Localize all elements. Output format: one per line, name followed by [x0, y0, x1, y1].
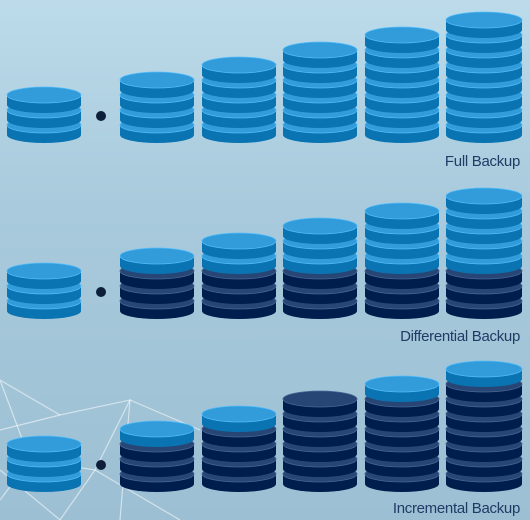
disk-stack — [119, 247, 195, 319]
separator-dot — [96, 287, 106, 297]
new-data-disk — [201, 232, 277, 259]
new-data-disk — [282, 217, 358, 244]
new-data-disk — [282, 41, 358, 68]
disk-stack — [282, 390, 358, 492]
row-full — [6, 11, 523, 143]
new-data-disk — [445, 187, 523, 214]
disk-stack — [201, 56, 277, 143]
new-data-disk — [6, 262, 82, 289]
disk-stack — [282, 217, 358, 319]
new-data-disk — [364, 26, 440, 53]
disk-stack — [119, 420, 195, 492]
disk-stack — [119, 71, 195, 143]
incremental-backup-label: Incremental Backup — [392, 500, 520, 517]
separator-dot — [96, 111, 106, 121]
full-backup-label: Full Backup — [444, 153, 520, 170]
disk-stack — [201, 405, 277, 492]
disk-stack — [364, 26, 440, 143]
differential-backup-label: Differential Backup — [400, 328, 520, 345]
disk-stack — [364, 375, 440, 492]
new-data-disk — [119, 420, 195, 447]
separator-dot — [96, 460, 106, 470]
disk-stack — [445, 11, 523, 143]
existing-data-disk — [282, 390, 358, 417]
new-data-disk — [364, 375, 440, 402]
new-data-disk — [445, 360, 523, 387]
new-data-disk — [6, 86, 82, 113]
disk-stack — [445, 187, 523, 319]
disk-stack — [282, 41, 358, 143]
row-differential — [6, 187, 523, 319]
new-data-disk — [201, 405, 277, 432]
disk-stack — [201, 232, 277, 319]
disk-stack — [6, 86, 82, 143]
new-data-disk — [119, 247, 195, 274]
new-data-disk — [445, 11, 523, 38]
disk-stack — [6, 262, 82, 319]
new-data-disk — [201, 56, 277, 83]
new-data-disk — [119, 71, 195, 98]
row-incremental — [6, 360, 523, 492]
new-data-disk — [6, 435, 82, 462]
disk-stack — [6, 435, 82, 492]
disk-stack — [364, 202, 440, 319]
new-data-disk — [364, 202, 440, 229]
disk-stack — [445, 360, 523, 492]
